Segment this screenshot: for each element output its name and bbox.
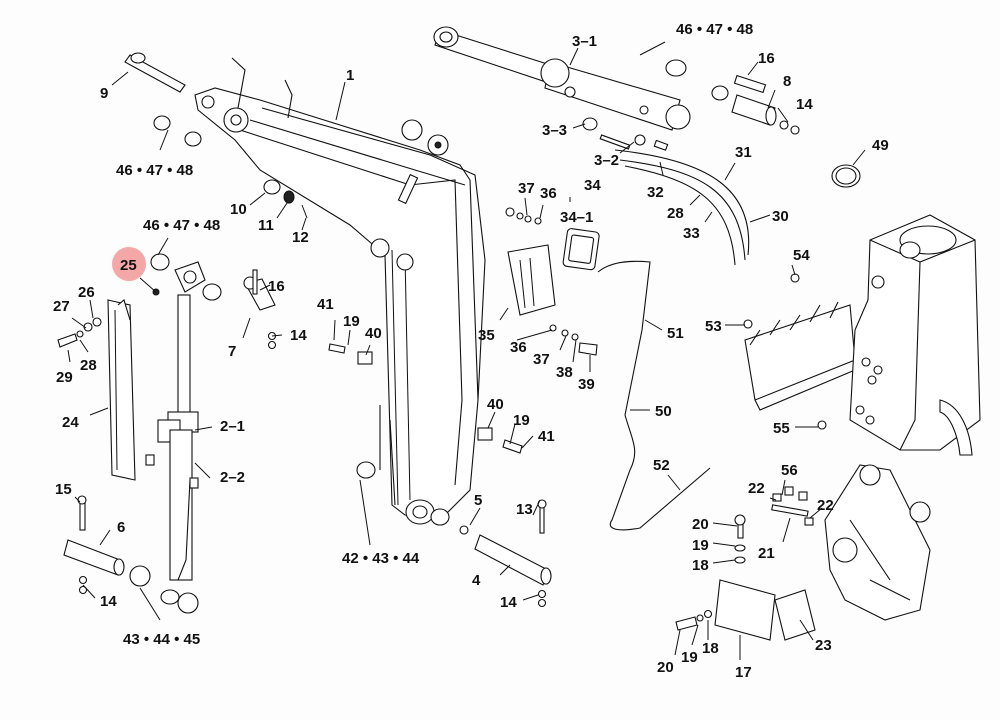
- callout-38[interactable]: 38: [556, 364, 573, 381]
- wiring-harness: [597, 260, 711, 531]
- callout-40-b[interactable]: 40: [487, 396, 504, 413]
- callout-18-a[interactable]: 18: [692, 557, 709, 574]
- callout-12[interactable]: 12: [292, 229, 309, 246]
- callout-55[interactable]: 55: [773, 420, 790, 437]
- callout-50[interactable]: 50: [655, 403, 672, 420]
- callout-31[interactable]: 31: [735, 144, 752, 161]
- top-right-pin-group: [665, 59, 861, 188]
- callout-34[interactable]: 34: [584, 177, 601, 194]
- pin-4-group: [356, 461, 552, 608]
- callout-11[interactable]: 11: [258, 217, 274, 234]
- quick-coupler: [675, 464, 931, 641]
- callout-25[interactable]: 25: [120, 257, 137, 274]
- callout-1[interactable]: 1: [346, 67, 354, 84]
- arm-cylinder: [129, 253, 222, 614]
- callout-24[interactable]: 24: [62, 414, 79, 431]
- pin-9-group: [124, 52, 308, 219]
- callout-15[interactable]: 15: [55, 481, 72, 498]
- callout-41-a[interactable]: 41: [317, 296, 334, 313]
- callout-19-d[interactable]: 19: [681, 649, 698, 666]
- callout-28-b[interactable]: 28: [667, 205, 684, 222]
- callout-7[interactable]: 7: [228, 343, 236, 360]
- callout-36-a[interactable]: 36: [540, 185, 557, 202]
- boom-cylinder: [433, 26, 691, 151]
- callout-20-a[interactable]: 20: [692, 516, 709, 533]
- callout-17[interactable]: 17: [735, 664, 752, 681]
- callout-37-b[interactable]: 37: [533, 351, 550, 368]
- callout-3-3[interactable]: 3–3: [542, 122, 567, 139]
- callout-34-1[interactable]: 34–1: [560, 209, 593, 226]
- callout-40-a[interactable]: 40: [365, 325, 382, 342]
- callout-27[interactable]: 27: [53, 298, 70, 315]
- callout-49[interactable]: 49: [872, 137, 889, 154]
- callout-42-43-44[interactable]: 42 • 43 • 44: [342, 550, 420, 567]
- callout-16-a[interactable]: 16: [758, 50, 775, 67]
- callout-3-2[interactable]: 3–2: [594, 152, 619, 169]
- callout-22-a[interactable]: 22: [748, 480, 765, 497]
- callout-36-b[interactable]: 36: [510, 339, 527, 356]
- callout-14-b[interactable]: 14: [290, 327, 307, 344]
- callout-41-b[interactable]: 41: [538, 428, 555, 445]
- callout-2-2[interactable]: 2–2: [220, 469, 245, 486]
- callout-18-b[interactable]: 18: [702, 640, 719, 657]
- callout-6[interactable]: 6: [117, 519, 125, 536]
- callout-21[interactable]: 21: [758, 545, 775, 562]
- callout-14-a[interactable]: 14: [796, 96, 813, 113]
- callout-52[interactable]: 52: [653, 457, 670, 474]
- callout-19-c[interactable]: 19: [692, 537, 709, 554]
- valve-block: [743, 273, 856, 430]
- callout-43-44-45[interactable]: 43 • 44 • 45: [123, 631, 200, 648]
- callout-56[interactable]: 56: [781, 462, 798, 479]
- callout-2-1[interactable]: 2–1: [220, 418, 245, 435]
- hydraulic-tank: [849, 214, 981, 456]
- leader-lines: [67, 41, 866, 660]
- callout-30[interactable]: 30: [772, 208, 789, 225]
- callout-19-a[interactable]: 19: [343, 313, 360, 330]
- callout-26[interactable]: 26: [78, 284, 95, 301]
- callout-16-b[interactable]: 16: [268, 278, 285, 295]
- callout-33[interactable]: 33: [683, 225, 700, 242]
- callout-29[interactable]: 29: [56, 369, 73, 386]
- callout-14-c[interactable]: 14: [100, 593, 117, 610]
- lamp-assembly: [328, 207, 600, 454]
- callout-22-b[interactable]: 22: [817, 497, 834, 514]
- callout-37-a[interactable]: 37: [518, 180, 535, 197]
- callout-46-47-48-c[interactable]: 46 • 47 • 48: [676, 21, 753, 38]
- boom-arm: [194, 57, 486, 525]
- callout-13[interactable]: 13: [516, 501, 533, 518]
- callout-3-1[interactable]: 3–1: [572, 33, 597, 50]
- callout-5[interactable]: 5: [474, 492, 482, 509]
- callout-labels: 1 2–1 2–2 3–1 3–2 3–3 4 5 6 7 8 9 10 11 …: [53, 21, 889, 681]
- callout-35[interactable]: 35: [478, 327, 495, 344]
- callout-53[interactable]: 53: [705, 318, 722, 335]
- callout-8[interactable]: 8: [783, 73, 791, 90]
- callout-39[interactable]: 39: [578, 376, 595, 393]
- callout-51[interactable]: 51: [667, 325, 684, 342]
- callout-20-b[interactable]: 20: [657, 659, 674, 676]
- callout-4[interactable]: 4: [472, 572, 481, 589]
- callout-54[interactable]: 54: [793, 247, 810, 264]
- highlight-marker: [112, 247, 146, 281]
- callout-46-47-48-b[interactable]: 46 • 47 • 48: [143, 217, 220, 234]
- cover-plate: [107, 299, 136, 481]
- callout-46-47-48-a[interactable]: 46 • 47 • 48: [116, 162, 193, 179]
- callout-10[interactable]: 10: [230, 201, 247, 218]
- callout-32[interactable]: 32: [647, 184, 664, 201]
- callout-19-b[interactable]: 19: [513, 412, 530, 429]
- callout-9[interactable]: 9: [100, 85, 108, 102]
- callout-28-a[interactable]: 28: [80, 357, 97, 374]
- callout-23[interactable]: 23: [815, 637, 832, 654]
- callout-14-d[interactable]: 14: [500, 594, 517, 611]
- hoses: [614, 149, 750, 266]
